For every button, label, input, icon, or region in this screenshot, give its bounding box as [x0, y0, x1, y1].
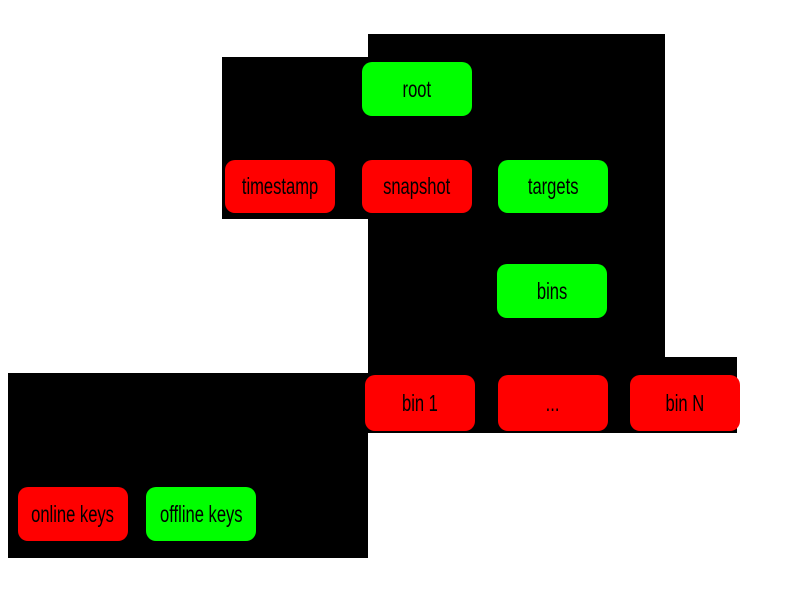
node-bin-1-label: bin 1 — [402, 389, 438, 416]
node-snapshot: snapshot — [362, 160, 472, 213]
node-bin-n-label: bin N — [665, 389, 705, 416]
node-root-label: root — [402, 75, 432, 102]
node-bins-label: bins — [536, 277, 568, 304]
legend-offline-keys: offline keys — [146, 487, 256, 541]
node-snapshot-label: snapshot — [383, 173, 451, 199]
legend-online-keys-label: online keys — [31, 500, 115, 527]
node-root: root — [362, 62, 472, 116]
node-timestamp: timestamp — [225, 160, 335, 213]
node-bin-ellipsis-label: ... — [546, 389, 560, 416]
node-timestamp-label: timestamp — [241, 173, 319, 199]
node-bin-n: bin N — [630, 375, 740, 431]
node-bins: bins — [497, 264, 607, 318]
node-targets-label: targets — [527, 173, 579, 199]
node-targets: targets — [498, 160, 608, 213]
node-bin-1: bin 1 — [365, 375, 475, 431]
node-bin-ellipsis: ... — [498, 375, 608, 431]
legend-offline-keys-label: offline keys — [159, 500, 243, 527]
legend-online-keys: online keys — [18, 487, 128, 541]
